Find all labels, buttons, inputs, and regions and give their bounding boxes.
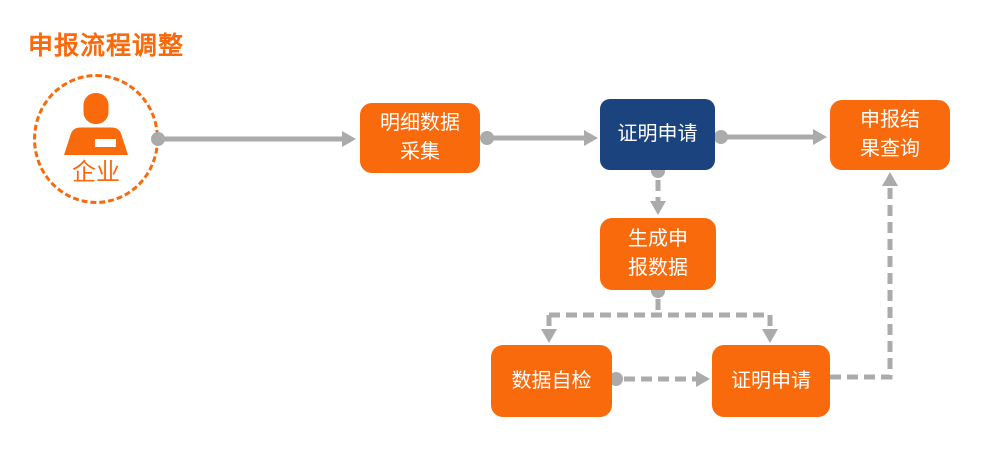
arrowhead-icon [584,130,598,146]
arrowhead-icon [696,371,710,387]
node-detail-data-collection: 明细数据 采集 [360,103,480,173]
arrowhead-icon [650,201,666,215]
person-icon [64,93,128,155]
actor-label: 企业 [72,159,120,186]
connector-dashed [546,299,773,330]
connector-dot [480,131,494,145]
node-generate-declaration-data: 生成申 报数据 [600,218,716,290]
arrowhead-icon [813,129,827,145]
node-certificate-application-main: 证明申请 [600,99,715,170]
connector-dashed [830,186,893,380]
arrowhead-icon [342,131,356,147]
arrowhead-icon [541,329,557,343]
node-declaration-result-query: 申报结 果查询 [830,100,950,170]
node-certificate-application-sub: 证明申请 [712,345,830,417]
diagram-title: 申报流程调整 [28,32,185,60]
connector-dot [714,130,728,144]
actor-enterprise: 企业 [33,74,159,204]
arrowhead-icon [882,172,898,186]
arrowhead-icon [762,329,778,343]
node-data-self-check: 数据自检 [491,345,612,417]
